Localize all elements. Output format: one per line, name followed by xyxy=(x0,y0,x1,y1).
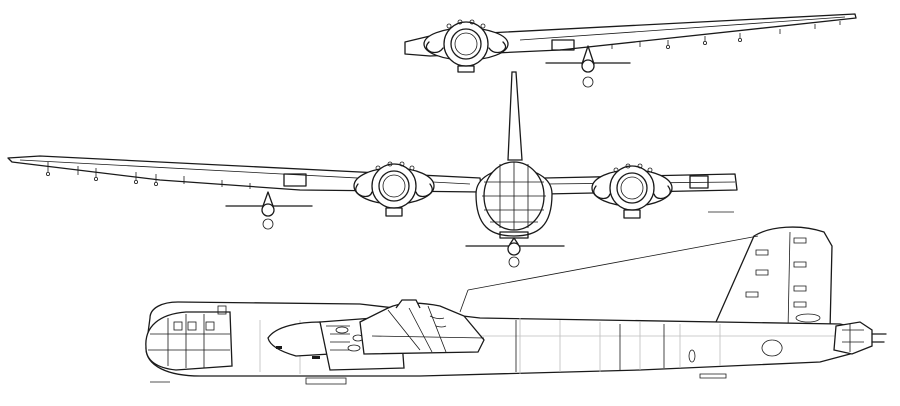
fuselage-front xyxy=(475,161,553,239)
front-view-partial xyxy=(404,13,857,88)
dorsal-turret xyxy=(359,299,485,355)
nose-glazing xyxy=(145,305,233,371)
left-engine xyxy=(353,161,435,217)
engine-nacelle xyxy=(423,19,509,73)
tail-turret xyxy=(833,321,887,355)
front-view xyxy=(7,71,738,268)
front-view-landing-gear xyxy=(225,191,565,268)
right-engine xyxy=(591,163,673,219)
side-view xyxy=(145,226,887,385)
landing-gear xyxy=(545,39,631,88)
